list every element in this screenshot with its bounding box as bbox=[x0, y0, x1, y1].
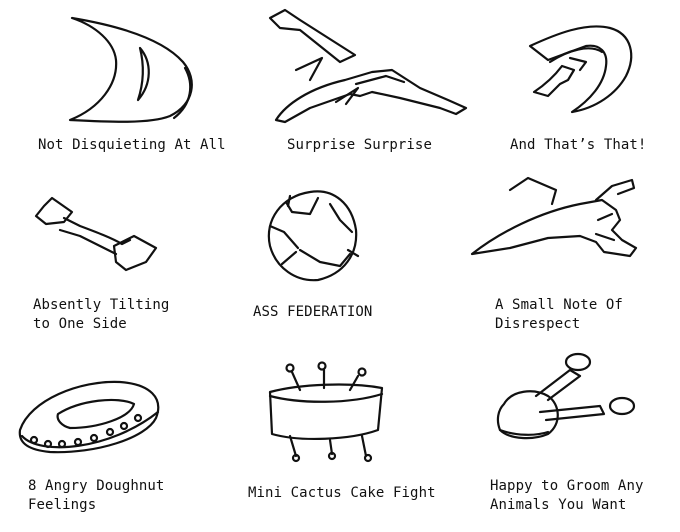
caption-7: 8 Angry Doughnut Feelings bbox=[28, 477, 164, 515]
caption-line: And That’s That! bbox=[510, 137, 647, 153]
caption-9: Happy to Groom Any Animals You Want bbox=[490, 477, 644, 515]
caption-line: 8 Angry Doughnut bbox=[28, 478, 165, 494]
caption-8: Mini Cactus Cake Fight bbox=[248, 484, 436, 503]
caption-3: And That’s That! bbox=[510, 136, 646, 155]
caption-line: Absently Tilting bbox=[33, 297, 170, 313]
caption-line: Happy to Groom Any bbox=[490, 478, 644, 494]
caption-line: Mini Cactus Cake Fight bbox=[248, 485, 436, 501]
caption-line: Animals You Want bbox=[490, 497, 627, 513]
caption-line: A Small Note Of bbox=[495, 297, 623, 313]
caption-6: A Small Note Of Disrespect bbox=[495, 296, 623, 334]
caption-line: Feelings bbox=[28, 497, 97, 513]
caption-2: Surprise Surprise bbox=[287, 136, 432, 155]
caption-line: Not Disquieting At All bbox=[38, 137, 226, 153]
caption-4: Absently Tilting to One Side bbox=[33, 296, 169, 334]
caption-5: ASS FEDERATION bbox=[253, 303, 372, 322]
caption-1: Not Disquieting At All bbox=[38, 136, 226, 155]
caption-line: Disrespect bbox=[495, 316, 581, 332]
caption-line: ASS FEDERATION bbox=[253, 304, 373, 320]
caption-line: Surprise Surprise bbox=[287, 137, 432, 153]
caption-line: to One Side bbox=[33, 316, 127, 332]
